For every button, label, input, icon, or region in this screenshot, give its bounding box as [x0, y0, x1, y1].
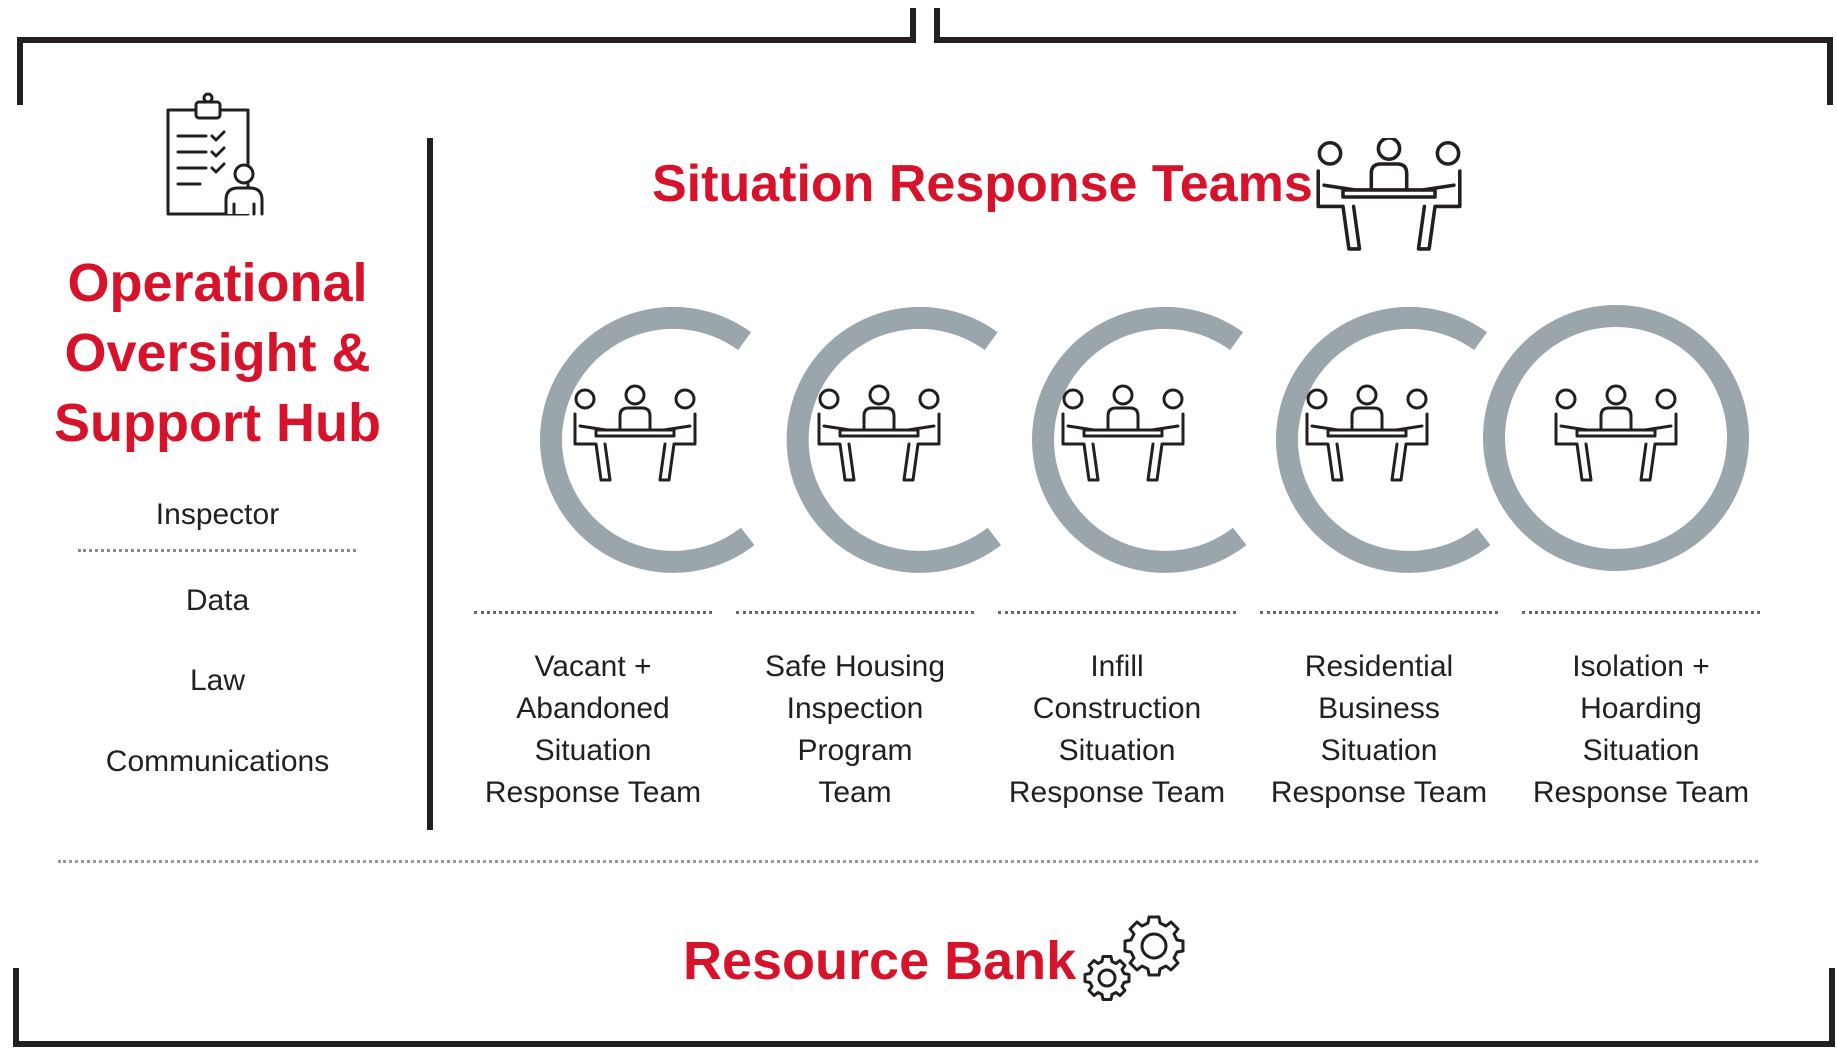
- team-label-line: Abandoned: [516, 692, 670, 725]
- team-label-line: Construction: [1032, 692, 1202, 725]
- team-label-line: Response Team: [1008, 776, 1226, 809]
- team-label-line: Response Team: [484, 776, 702, 809]
- resource-bank-title: Resource Bank: [683, 931, 1077, 991]
- hub-divider: [78, 549, 356, 552]
- team-icon-3: [1061, 384, 1185, 482]
- frame-top-right-bracket: [934, 8, 1833, 105]
- team-label-line: Residential: [1304, 650, 1454, 683]
- team-icon-2: [817, 384, 941, 482]
- team-meeting-icon: [1310, 136, 1468, 261]
- hub-title-line-1: Operational: [67, 253, 368, 313]
- team-label-vacant-abandoned: Vacant + Abandoned Situation Response Te…: [468, 646, 718, 814]
- team-label-line: Program: [797, 734, 913, 767]
- team-label-line: Vacant +: [534, 650, 652, 683]
- ring-4: [1276, 306, 1491, 573]
- team-divider-4: [1260, 611, 1498, 614]
- team-icon-4: [1305, 384, 1429, 482]
- hub-item-data: Data: [185, 584, 250, 617]
- hub-title: Operational Oversight & Support Hub: [30, 248, 405, 458]
- ring-2: [786, 306, 1002, 573]
- bottom-divider: [58, 860, 1758, 863]
- team-divider-1: [474, 611, 712, 614]
- frame-top-left-bracket: [17, 8, 916, 105]
- team-label-infill-construction: Infill Construction Situation Response T…: [992, 646, 1242, 814]
- team-label-line: Response Team: [1532, 776, 1750, 809]
- team-label-line: Infill: [1090, 650, 1144, 683]
- team-label-isolation-hoarding: Isolation + Hoarding Situation Response …: [1516, 646, 1766, 814]
- frame-bottom-bracket: [13, 968, 1835, 1047]
- team-icon-5: [1554, 384, 1678, 482]
- team-divider-5: [1522, 611, 1760, 614]
- hub-item-law: Law: [189, 664, 246, 697]
- team-label-line: Situation: [1320, 734, 1438, 767]
- team-label-residential-business: Residential Business Situation Response …: [1254, 646, 1504, 814]
- hub-title-line-3: Support Hub: [54, 393, 381, 453]
- ring-1: [540, 306, 755, 573]
- ring-3: [1032, 306, 1247, 573]
- team-label-safe-housing: Safe Housing Inspection Program Team: [730, 646, 980, 814]
- hub-item-inspector: Inspector: [155, 498, 280, 531]
- team-label-line: Situation: [1582, 734, 1700, 767]
- team-label-line: Isolation +: [1572, 650, 1710, 683]
- section-divider: [427, 138, 433, 830]
- team-label-line: Business: [1318, 692, 1440, 725]
- team-label-line: Safe Housing: [764, 650, 946, 683]
- team-label-line: Situation: [1058, 734, 1176, 767]
- team-label-line: Situation: [534, 734, 652, 767]
- hub-item-communications: Communications: [105, 745, 330, 778]
- team-divider-2: [736, 611, 974, 614]
- team-divider-3: [998, 611, 1236, 614]
- team-label-line: Team: [818, 776, 892, 809]
- hub-title-line-2: Oversight &: [64, 323, 371, 383]
- situation-response-title: Situation Response Teams: [652, 155, 1313, 213]
- team-icon-1: [573, 384, 697, 482]
- team-rings: [540, 305, 1749, 573]
- team-label-line: Hoarding: [1580, 692, 1702, 725]
- ring-5: [1483, 305, 1749, 571]
- team-label-line: Inspection: [786, 692, 924, 725]
- gears-icon: [1080, 910, 1196, 1011]
- clipboard-person-icon: [160, 92, 272, 221]
- team-label-line: Response Team: [1270, 776, 1488, 809]
